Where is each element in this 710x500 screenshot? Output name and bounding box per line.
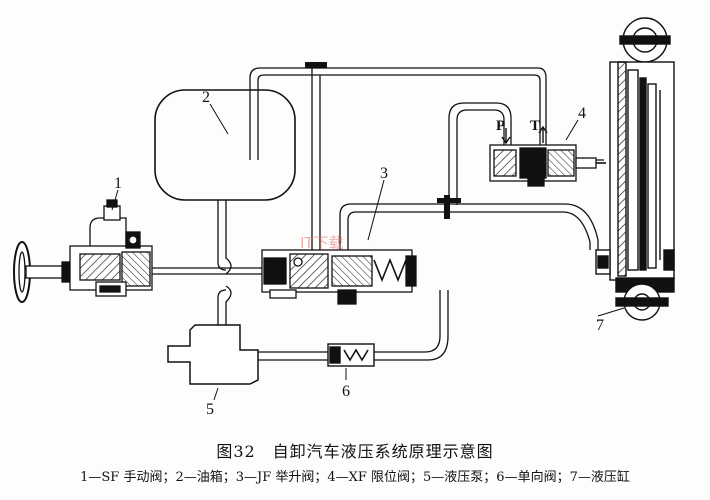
pipe-top-return [249,67,547,160]
port-p-label: P [496,118,505,134]
check-valve [327,343,375,367]
oil-tank [154,89,296,201]
pipelines [150,62,604,361]
pipe-pressure-line [222,290,441,353]
callout-3: 3 [380,165,388,182]
hydraulic-pump [167,324,259,385]
pipe-p-loop [448,102,512,205]
leader-lines [111,103,625,401]
watermark: IT下载 [300,234,344,252]
pipe-control-rod [150,267,262,275]
callout-1: 1 [114,175,122,192]
callout-7: 7 [596,317,604,334]
port-t-label: T [530,118,540,134]
figure-caption: 图32 自卸汽车液压系统原理示意图 [216,442,494,461]
hydraulic-cylinder [595,17,675,321]
pipe-tee-center [311,68,321,250]
lift-valve [261,249,417,305]
callout-5: 5 [206,401,214,418]
limit-valve [489,125,606,187]
callout-2: 2 [202,89,210,106]
pipe-tank-pump [217,200,227,325]
pipe-lift-line [339,203,599,260]
callout-labels: 1 2 3 4 5 6 7 [114,89,604,418]
figure-legend: 1—SF 手动阀；2—油箱；3—JF 举升阀；4—XF 限位阀；5—液压泵；6—… [80,470,630,485]
manual-valve [13,199,153,303]
callout-6: 6 [342,383,350,400]
callout-4: 4 [578,105,586,122]
